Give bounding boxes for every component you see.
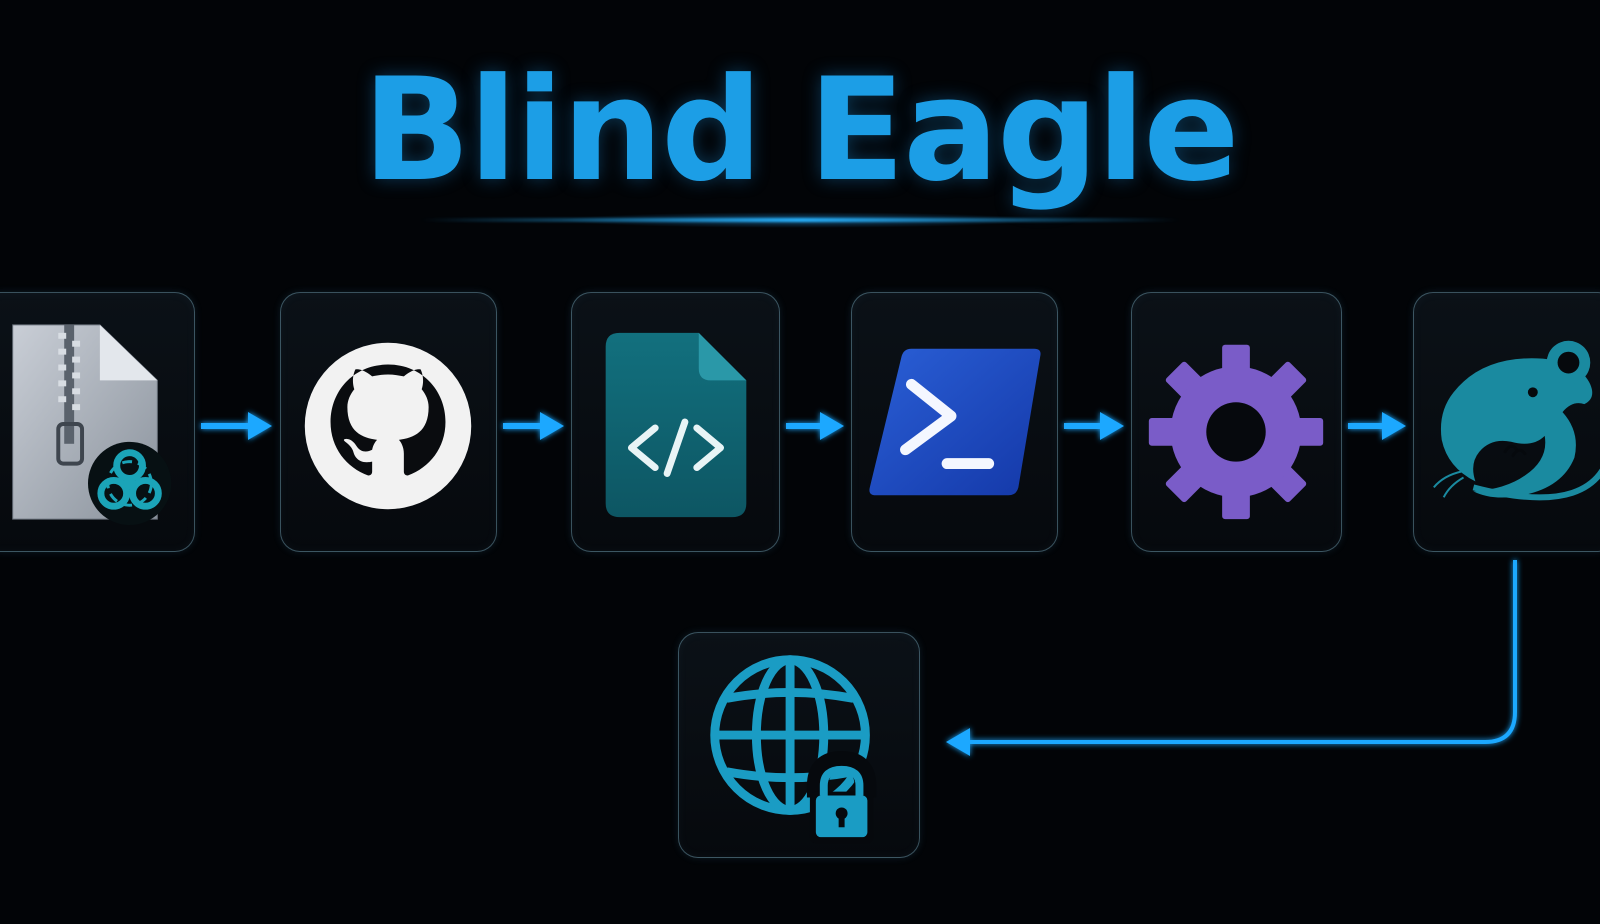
step-box-5 bbox=[1131, 292, 1342, 552]
step-box-7 bbox=[678, 632, 920, 858]
arrow-3-to-4 bbox=[786, 412, 844, 440]
github-icon bbox=[304, 342, 472, 510]
title-underline bbox=[420, 218, 1180, 222]
step-box-2 bbox=[280, 292, 497, 552]
rat-icon bbox=[1433, 340, 1600, 501]
gear-icon bbox=[1148, 344, 1324, 520]
code-file-icon bbox=[605, 332, 747, 518]
zip-archive-biohazard-icon bbox=[12, 324, 172, 526]
step-box-1 bbox=[0, 292, 195, 552]
step-box-4 bbox=[851, 292, 1058, 552]
arrow-4-to-5 bbox=[1064, 412, 1124, 440]
arrow-1-to-2 bbox=[201, 412, 272, 440]
page-title: Blind Eagle bbox=[362, 48, 1239, 213]
arrow-6-to-7 bbox=[946, 560, 1517, 756]
step-box-6 bbox=[1413, 292, 1600, 552]
arrow-5-to-6 bbox=[1348, 412, 1406, 440]
arrow-2-to-3 bbox=[503, 412, 564, 440]
powershell-icon bbox=[869, 348, 1041, 496]
globe-lock-icon bbox=[710, 655, 877, 844]
step-box-3 bbox=[571, 292, 780, 552]
